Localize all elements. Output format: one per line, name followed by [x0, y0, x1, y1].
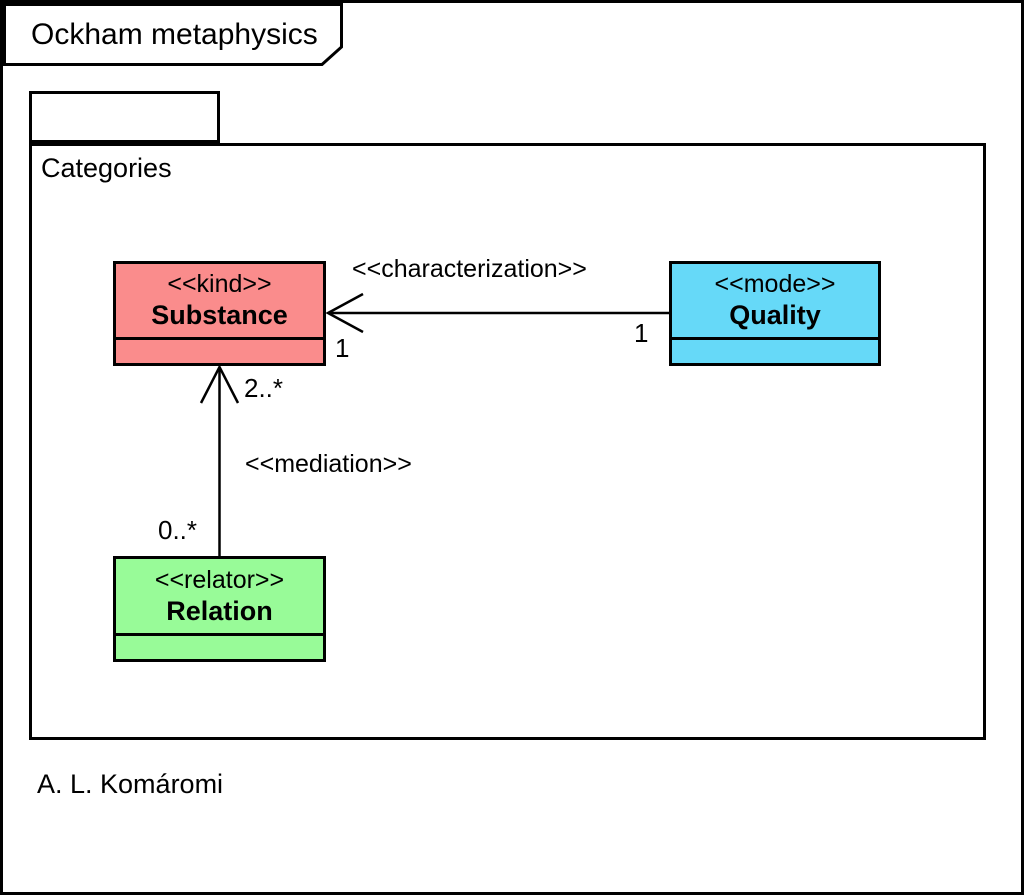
class-quality-header: <<mode>> Quality [672, 264, 878, 340]
class-quality-name: Quality [729, 300, 821, 330]
class-relation-header: <<relator>> Relation [116, 559, 323, 636]
mediation-multiplicity-at-relation: 0..* [158, 515, 198, 545]
characterization-multiplicity-at-quality: 1 [634, 318, 649, 348]
class-quality: <<mode>> Quality [669, 261, 881, 366]
class-substance-header: <<kind>> Substance [116, 264, 323, 340]
class-quality-attributes-compartment [672, 340, 878, 363]
class-substance-name: Substance [151, 300, 288, 330]
class-relation-name: Relation [166, 595, 273, 626]
package-name: Categories [41, 153, 172, 183]
characterization-stereotype-label: <<characterization>> [352, 255, 587, 283]
frame-title-tab-shape [3, 3, 343, 66]
class-quality-stereotype: <<mode>> [714, 270, 836, 298]
mediation-multiplicity-at-substance: 2..* [244, 373, 284, 403]
frame-title: Ockham metaphysics [31, 18, 318, 51]
class-relation: <<relator>> Relation [113, 556, 326, 662]
class-substance-attributes-compartment [116, 340, 323, 363]
package-tab [29, 91, 220, 143]
class-relation-stereotype: <<relator>> [154, 565, 285, 594]
class-substance: <<kind>> Substance [113, 261, 326, 366]
characterization-multiplicity-at-substance: 1 [335, 333, 350, 363]
class-relation-attributes-compartment [116, 636, 323, 659]
attribution-text: A. L. Komáromi [37, 769, 224, 799]
mediation-stereotype-label: <<mediation>> [245, 450, 412, 478]
class-substance-stereotype: <<kind>> [167, 270, 272, 298]
frame-title-pentagon [3, 3, 343, 66]
